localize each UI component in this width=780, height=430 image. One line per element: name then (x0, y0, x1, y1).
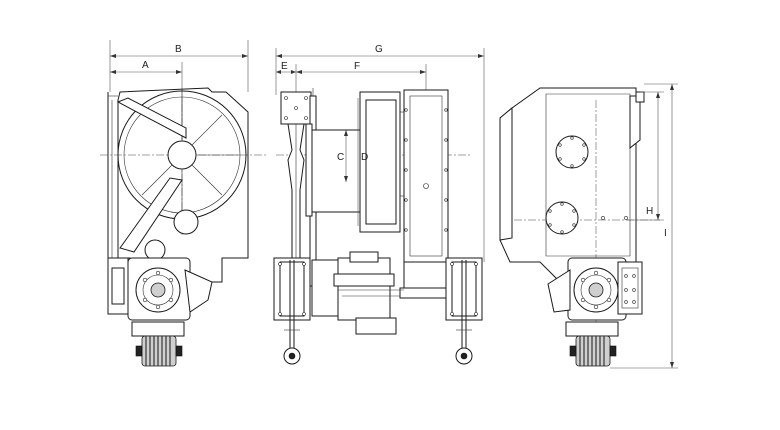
dimension-label-g: G (375, 44, 383, 55)
dimension-label-b: B (175, 44, 182, 55)
front-view: G E F C D (273, 44, 485, 365)
dimension-label-h: H (646, 206, 653, 217)
gearbox-bolts (142, 270, 174, 310)
dimension-label-c: C (337, 152, 344, 163)
dimension-label-e: E (281, 61, 288, 72)
dimension-label-i: I (664, 228, 667, 239)
cover-bolts (548, 136, 586, 234)
gear-casing-front (403, 89, 449, 263)
drive-motor (337, 257, 391, 321)
inspection-cover-upper (555, 135, 589, 169)
winch-drum (311, 129, 361, 213)
brake-motor-right (575, 335, 611, 367)
dimension-label-d: D (361, 152, 368, 163)
casing-bolts (404, 108, 448, 232)
dimension-label-f: F (354, 61, 360, 72)
brake-motor (141, 335, 177, 367)
right-side-view: H I (499, 83, 678, 369)
left-side-view: B A (100, 40, 268, 367)
dimension-label-a: A (142, 60, 149, 71)
inspection-cover-lower (545, 201, 579, 235)
